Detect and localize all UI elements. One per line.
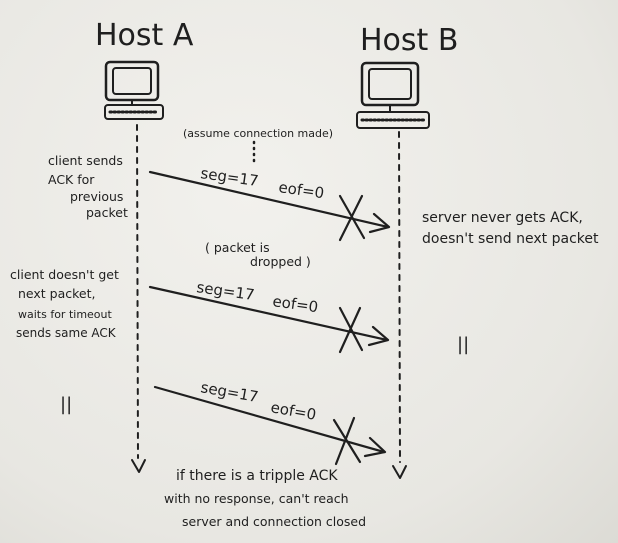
- note-line: sends same ACK: [16, 326, 117, 340]
- host-a-lifeline: [136, 124, 139, 459]
- note-line: waits for timeout: [18, 308, 113, 321]
- note-line: client doesn't get: [10, 267, 119, 282]
- note-line: doesn't send next packet: [422, 231, 599, 247]
- exchange-2-eof-label: eof=0: [271, 292, 319, 316]
- host-b-computer-icon: [356, 61, 430, 129]
- exchange-3-eof-label: eof=0: [269, 398, 317, 424]
- note-line: client sends: [48, 153, 123, 168]
- exchange-3-drop-mark: [332, 416, 362, 466]
- host-a-computer-icon: [104, 60, 164, 120]
- note-line: ( packet is: [205, 240, 270, 255]
- exchange-1-drop-mark: [338, 194, 366, 242]
- note-line: server never gets ACK,: [422, 210, 583, 226]
- note-line: previous: [70, 189, 123, 204]
- exchange-2-ditto-mark: ||: [457, 334, 469, 355]
- exchange-1-client-note: client sends ACK for previous packet: [48, 153, 128, 220]
- exchange-1-arrow: [148, 170, 391, 234]
- packet-dropped-note: ( packet is dropped ): [205, 240, 311, 269]
- note-line: if there is a tripple ACK: [176, 468, 338, 484]
- exchange-3-ditto-mark: ||: [60, 394, 72, 415]
- host-b-label: Host B: [360, 23, 458, 58]
- exchange-1-eof-label: eof=0: [277, 178, 325, 202]
- host-b-lifeline: [398, 131, 401, 463]
- note-line: with no response, can't reach: [164, 491, 349, 506]
- host-a-lifeline-end: [131, 459, 146, 473]
- connection-note: (assume connection made): [183, 127, 333, 140]
- note-line: next packet,: [18, 286, 96, 301]
- note-line: dropped ): [250, 254, 311, 269]
- exchange-1-server-note: server never gets ACK, doesn't send next…: [422, 210, 599, 247]
- exchange-2-arrow: [148, 285, 390, 347]
- exchange-2-drop-mark: [338, 306, 364, 354]
- exchange-2-client-note: client doesn't get next packet, waits fo…: [10, 267, 119, 340]
- host-a-label: Host A: [95, 18, 194, 53]
- note-line: server and connection closed: [182, 514, 366, 529]
- host-b-lifeline-end: [392, 465, 407, 479]
- note-line: packet: [86, 205, 128, 220]
- note-line: ACK for: [48, 172, 95, 187]
- conclusion-note: if there is a tripple ACK with no respon…: [164, 468, 366, 529]
